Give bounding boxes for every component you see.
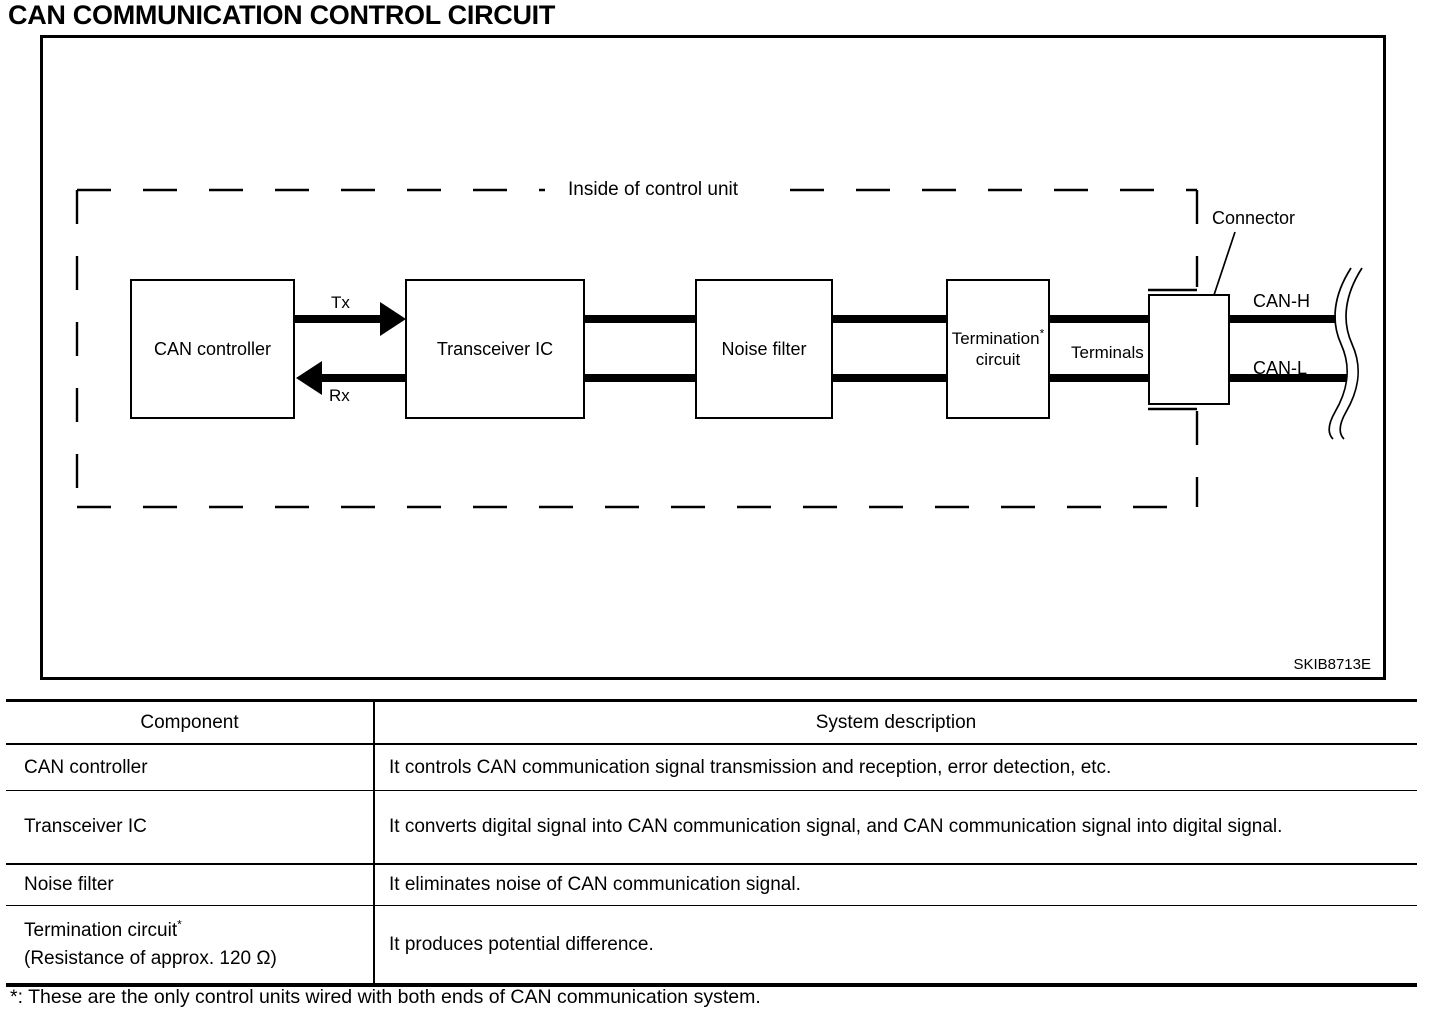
table-row: Noise filter It eliminates noise of CAN …	[6, 865, 1417, 906]
block-can-controller-label: CAN controller	[153, 338, 272, 359]
connector-label: Connector	[1212, 208, 1296, 228]
block-termination-circuit: Termination* circuit	[946, 279, 1050, 419]
block-transceiver-ic: Transceiver IC	[405, 279, 585, 419]
can-h-label: CAN-H	[1253, 291, 1310, 311]
block-can-controller: CAN controller	[130, 279, 295, 419]
table-termination-asterisk: *	[177, 917, 182, 932]
cell-component-note: (Resistance of approx. 120 Ω)	[24, 947, 277, 969]
tx-arrow	[295, 302, 406, 336]
inside-of-control-unit-label: Inside of control unit	[556, 179, 751, 201]
tx-label: Tx	[331, 293, 350, 312]
rx-label: Rx	[329, 386, 350, 405]
component-table: Component System description CAN control…	[6, 699, 1417, 987]
header-system-description: System description	[815, 711, 977, 733]
cell-description: It controls CAN communication signal tra…	[389, 756, 1112, 778]
cell-description: It converts digital signal into CAN comm…	[389, 816, 1283, 838]
control-unit-dashed-boundary	[75, 188, 1199, 509]
block-transceiver-ic-label: Transceiver IC	[436, 338, 554, 359]
cell-component: Termination circuit* (Resistance of appr…	[6, 906, 375, 983]
header-component: Component	[6, 702, 375, 743]
wire-break-wavy-lines	[1328, 267, 1363, 440]
cell-component: CAN controller	[6, 745, 375, 790]
connector-box	[1148, 294, 1230, 405]
cell-description: It produces potential difference.	[389, 933, 654, 955]
block-noise-filter-label: Noise filter	[721, 338, 807, 359]
footnote: *: These are the only control units wire…	[10, 986, 761, 1008]
cell-component: Noise filter	[6, 865, 375, 905]
connector-pointer-line	[1213, 231, 1236, 296]
cell-description: It eliminates noise of CAN communication…	[389, 874, 801, 896]
block-termination-line2: circuit	[975, 350, 1021, 369]
table-row: CAN controller It controls CAN communica…	[6, 745, 1417, 791]
rx-arrow	[296, 361, 407, 395]
connector-wall-ticks	[1148, 288, 1197, 411]
cell-component-text: Termination circuit* (Resistance of appr…	[24, 917, 277, 969]
cell-component: Transceiver IC	[6, 791, 375, 863]
table-row: Termination circuit* (Resistance of appr…	[6, 906, 1417, 983]
figure-id: SKIB8713E	[1293, 656, 1371, 673]
can-wires	[585, 315, 1347, 382]
table-row: Transceiver IC It converts digital signa…	[6, 791, 1417, 865]
can-l-label: CAN-L	[1253, 358, 1308, 378]
block-termination-line1: Termination*	[951, 326, 1045, 348]
page-title: CAN COMMUNICATION CONTROL CIRCUIT	[8, 0, 556, 30]
block-noise-filter: Noise filter	[695, 279, 833, 419]
diagram-lines	[75, 188, 1363, 509]
table-header-row: Component System description	[6, 702, 1417, 745]
termination-asterisk: *	[1039, 326, 1045, 341]
terminals-label: Terminals	[1071, 343, 1144, 362]
circuit-diagram: CAN controller Transceiver IC Noise filt…	[40, 35, 1386, 680]
